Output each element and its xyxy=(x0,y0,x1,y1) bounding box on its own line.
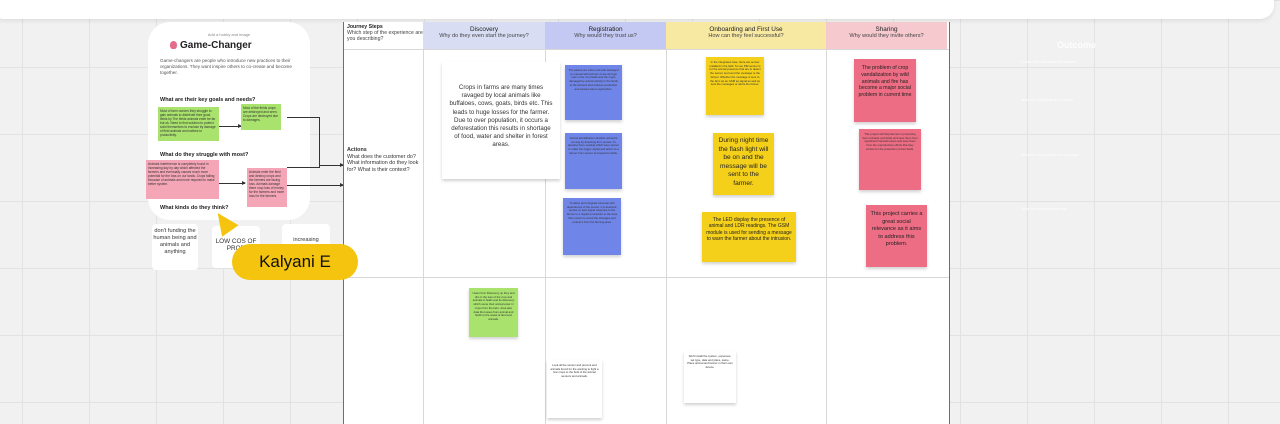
registration-sticky-note[interactable]: To alarm and integrate cameras with depe… xyxy=(563,198,621,255)
actions-description: What does the customer do? What informat… xyxy=(347,153,419,173)
column-title: Onboarding and First Use xyxy=(709,26,783,33)
arrow-connector xyxy=(219,181,246,185)
connector-line xyxy=(287,117,320,168)
persona-goal-note[interactable]: Most of farm owners they struggle to gai… xyxy=(158,107,219,141)
row-header: Journey Steps Which step of the experien… xyxy=(344,22,423,49)
actions-title: Actions xyxy=(347,147,367,153)
persona-emoji-icon xyxy=(170,41,177,49)
sharing-sticky-note[interactable]: This project will help farmers in protec… xyxy=(859,129,921,190)
outcome-line: What can they learn this way xyxy=(1021,207,1067,211)
column-subtitle: Why do they even start the journey? xyxy=(439,33,529,39)
column-title: Registration xyxy=(588,26,623,33)
row-header-subtitle: Which step of the experience are you des… xyxy=(347,30,423,42)
column-header-discovery[interactable]: Discovery Why do they even start the jou… xyxy=(423,22,545,49)
outcome-line: What are they thought of a message xyxy=(1021,153,1079,157)
column-subtitle: Why would they trust us? xyxy=(574,33,637,39)
column-subtitle: How can they feel successful? xyxy=(708,33,784,39)
discovery-bottom-sticky-note[interactable]: Users from Discovery up they and dim in … xyxy=(469,288,518,337)
sharing-sticky-note[interactable]: The problem of crop vandalization by wil… xyxy=(854,59,916,122)
persona-eyebrow: Add a hobby and image xyxy=(207,32,251,37)
top-toolbar xyxy=(0,0,1274,19)
sharing-sticky-note[interactable]: This project carries a great social rele… xyxy=(866,205,927,267)
arrow-connector xyxy=(219,124,242,128)
registration-sticky-note[interactable]: The places are where animals damaged or … xyxy=(565,65,622,120)
onboarding-bottom-note[interactable]: We'll install the system, expenses, set … xyxy=(684,351,736,403)
persona-goal-result-note[interactable]: Most of the fields crops are destroyed a… xyxy=(241,104,281,130)
column-header-sharing[interactable]: Sharing Why would they invite others? xyxy=(826,22,947,49)
row-header-title: Journey Steps xyxy=(347,24,383,30)
arrow-connector xyxy=(287,183,344,187)
actions-row-label: Actions What does the customer do? What … xyxy=(347,147,423,173)
column-header-registration[interactable]: Registration Why would they trust us? xyxy=(545,22,666,49)
column-title: Sharing xyxy=(875,26,898,33)
arrow-connector xyxy=(319,163,344,167)
persona-struggle-result-note[interactable]: Animals enter the field and destroy crop… xyxy=(247,168,287,207)
column-divider xyxy=(423,49,424,424)
column-subtitle: Why would they invite others? xyxy=(849,33,924,39)
column-header-onboarding[interactable]: Onboarding and First Use How can they fe… xyxy=(666,22,826,49)
outcome-line: What are they goals as a reason xyxy=(1021,98,1073,102)
discovery-sticky-note[interactable]: Crops in farms are many times ravaged by… xyxy=(442,62,560,179)
row-divider xyxy=(344,277,949,278)
persona-description: Game-changers are people who introduce n… xyxy=(160,58,292,75)
goals-question: What are their key goals and needs? xyxy=(160,97,256,103)
think-question: What kinds do they think? xyxy=(160,205,229,211)
journey-map-board[interactable]: Journey Steps Which step of the experien… xyxy=(343,22,950,424)
column-divider xyxy=(826,49,827,424)
collaborator-name-badge: Kalyani E xyxy=(232,244,358,280)
row-divider xyxy=(344,49,949,50)
onboarding-sticky-note[interactable]: The LED display the presence of animal a… xyxy=(702,212,796,262)
outcome-line: Lorem, tell more about the journey xyxy=(1021,60,1076,64)
registration-sticky-note[interactable]: Animal Identification whether animal is … xyxy=(565,133,622,189)
outcome-title: Outcome xyxy=(1057,40,1097,50)
persona-title: Game-Changer xyxy=(180,40,252,51)
persona-think-card[interactable]: don't funding the human being and animal… xyxy=(152,224,198,270)
column-title: Discovery xyxy=(469,26,499,33)
registration-bottom-note[interactable]: Look all the sensor and prevent and anim… xyxy=(547,360,602,418)
column-divider xyxy=(545,49,546,424)
column-divider xyxy=(666,49,667,424)
onboarding-sticky-note[interactable]: During night time the flash light will b… xyxy=(713,133,774,195)
persona-struggle-note[interactable]: Animals interference is completely found… xyxy=(146,160,219,199)
struggle-question: What do they struggle with most? xyxy=(160,152,249,158)
onboarding-sticky-note[interactable]: In the integrated case, there are sensor… xyxy=(706,57,764,115)
